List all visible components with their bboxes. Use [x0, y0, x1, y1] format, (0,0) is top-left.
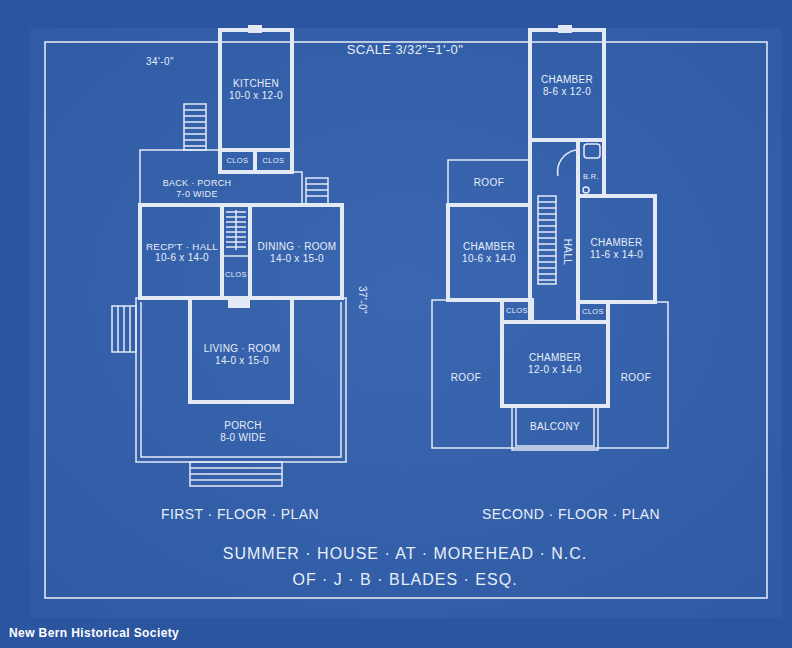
roof-outline	[432, 300, 668, 448]
room-dimension: 12-0 x 14-0	[528, 364, 582, 376]
room-dimension: 10-0 x 12-0	[229, 90, 283, 102]
closet-line	[222, 255, 250, 257]
back-porch-outline	[292, 172, 302, 205]
room-name: BACK · PORCH	[163, 178, 232, 189]
plan-label: 34'-0"	[146, 56, 174, 68]
chimney	[228, 298, 250, 308]
plan-label: CLOS	[582, 308, 604, 317]
room-dimension: 14-0 x 15-0	[270, 253, 324, 265]
watermark: New Bern Historical Society	[9, 627, 179, 641]
room-area: LIVING · ROOM14-0 x 15-0	[194, 310, 290, 400]
room-area: CHAMBER10-6 x 14-0	[452, 209, 526, 296]
room-name: CHAMBER	[541, 74, 593, 86]
hall-wall	[140, 205, 222, 298]
room-dimension: 14-0 x 15-0	[215, 355, 269, 367]
chimney	[248, 25, 262, 33]
plan-label: ROOF	[451, 372, 482, 384]
step-lines	[306, 184, 328, 196]
side-steps	[306, 178, 328, 205]
living-wall	[190, 298, 292, 402]
drawing-caption: OF · J · B · BLADES · ESQ.	[292, 571, 517, 589]
balcony-rail	[516, 406, 594, 446]
closet-wall	[578, 302, 608, 322]
plan-label: B.R.	[583, 173, 599, 182]
room-name: CHAMBER	[590, 237, 642, 249]
plan-heading: SECOND · FLOOR · PLAN	[482, 506, 660, 522]
first-floor-walls	[140, 30, 342, 402]
step-lines	[118, 306, 130, 352]
porch-outline	[136, 298, 346, 462]
closet-wall	[502, 300, 532, 322]
stair-wall	[222, 205, 250, 298]
room-area: DINING · ROOM14-0 x 15-0	[254, 209, 340, 296]
second-floor-walls	[448, 30, 655, 406]
plan-label: 37'-0"	[356, 286, 368, 314]
room-area: CHAMBER12-0 x 14-0	[506, 326, 604, 402]
plan-label: SCALE 3/32"=1'-0"	[347, 43, 463, 58]
chamber-wall	[502, 322, 608, 406]
front-steps	[190, 462, 282, 486]
room-dimension: 11-6 x 14-0	[590, 249, 643, 261]
plan-label: CLOS	[262, 157, 284, 166]
plan-label: ROOF	[621, 372, 652, 384]
plan-label: CLOS	[225, 271, 247, 280]
bath-wall	[578, 140, 604, 196]
plan-heading: FIRST · FLOOR · PLAN	[161, 506, 319, 522]
door-swing	[558, 150, 576, 176]
room-dimension: 10-6 x 14-0	[155, 252, 209, 264]
room-area: RECP'T · HALL10-6 x 14-0	[144, 209, 220, 296]
room-name: KITCHEN	[233, 78, 279, 90]
closet-wall	[220, 150, 255, 172]
room-name: BALCONY	[530, 421, 580, 433]
room-name: PORCH	[224, 420, 262, 432]
room-dimension: 8-0 WIDE	[220, 432, 266, 444]
closet-wall	[255, 150, 292, 172]
room-dimension: 7-0 WIDE	[176, 189, 217, 200]
stair-lines	[226, 210, 246, 250]
back-steps	[184, 104, 206, 150]
balcony-rail	[512, 406, 598, 450]
chamber-wall	[578, 196, 655, 302]
stair	[538, 196, 556, 284]
bathtub	[584, 144, 600, 158]
room-area: CHAMBER8-6 x 12-0	[534, 36, 600, 136]
plan-label: HALL	[561, 239, 573, 266]
second-floor-thin-lines	[432, 144, 668, 450]
back-porch-outline	[140, 150, 220, 205]
roof-outline	[448, 160, 530, 205]
room-name: CHAMBER	[529, 352, 581, 364]
step-lines	[190, 468, 282, 480]
room-area: PORCH8-0 WIDE	[150, 408, 336, 455]
kitchen-wall	[220, 30, 292, 150]
plan-label: CLOS	[226, 157, 248, 166]
porch-rail	[140, 303, 342, 457]
room-dimension: 10-6 x 14-0	[462, 253, 516, 265]
room-name: LIVING · ROOM	[204, 343, 281, 355]
chamber-wall	[530, 30, 604, 140]
room-name: RECP'T · HALL	[146, 241, 218, 253]
dining-wall	[250, 205, 342, 298]
room-name: DINING · ROOM	[258, 241, 337, 253]
hall-wall	[530, 140, 578, 322]
room-dimension: 8-6 x 12-0	[543, 86, 591, 98]
fixture	[583, 187, 589, 193]
step-lines	[184, 110, 206, 146]
room-area: BALCONY	[518, 410, 592, 444]
side-steps	[112, 306, 136, 352]
plan-label: CLOS	[506, 307, 528, 316]
blueprint-sheet	[30, 28, 782, 618]
room-area: CHAMBER11-6 x 14-0	[582, 200, 651, 298]
first-floor-thin-lines	[112, 104, 346, 486]
chamber-wall	[448, 205, 530, 300]
room-area: BACK · PORCH7-0 WIDE	[142, 175, 252, 202]
plan-label: ROOF	[474, 177, 505, 189]
stair-lines	[538, 202, 556, 280]
drawing-title: SUMMER · HOUSE · AT · MOREHEAD · N.C.	[223, 545, 587, 563]
sheet-border	[45, 42, 767, 598]
room-area: KITCHEN10-0 x 12-0	[224, 34, 288, 146]
room-name: CHAMBER	[463, 241, 515, 253]
chimneys	[228, 25, 572, 308]
